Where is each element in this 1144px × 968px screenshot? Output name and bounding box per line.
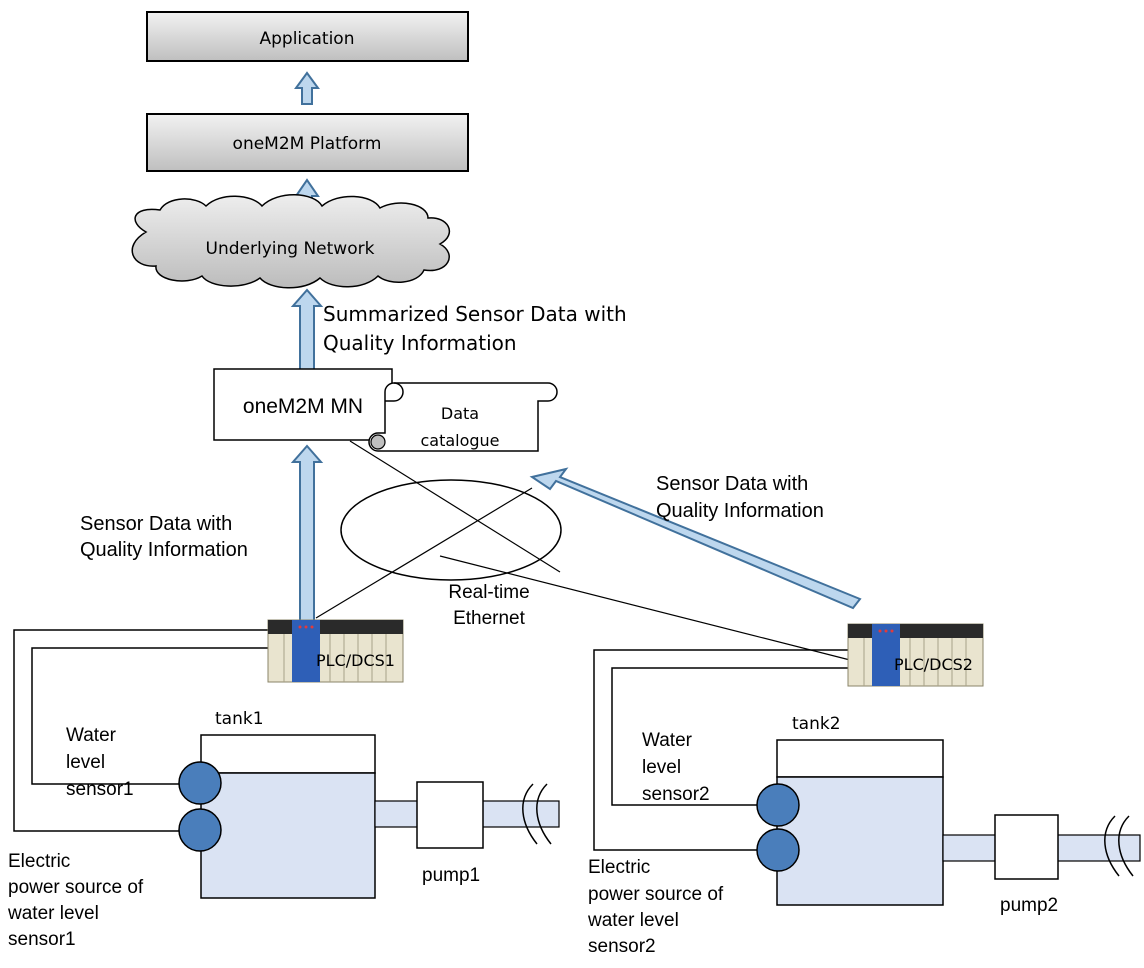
site2-pipe-break [1104, 815, 1134, 877]
water-level-sensor2 [756, 783, 800, 827]
right-data-label-line2: Quality Information [656, 500, 824, 522]
site2-power-label-line3: water level [587, 910, 679, 931]
data-catalogue-scroll: Data catalogue [368, 382, 558, 452]
pump2-label: pump2 [1000, 895, 1058, 916]
site1-sensor-label-line1: Water [66, 725, 117, 746]
right-data-label-line1: Sensor Data with [656, 473, 808, 495]
plc-dcs2-device: PLC/DCS2 [847, 623, 984, 687]
pump1-label: pump1 [422, 865, 480, 886]
mn-box: oneM2M MN [213, 368, 393, 441]
plc1-label: PLC/DCS1 [316, 651, 395, 670]
ethernet-label-line2: Ethernet [453, 608, 526, 629]
up-arrow-platform-to-application [294, 71, 320, 105]
site2-power-wire [593, 649, 850, 851]
catalogue-label-line1: Data [441, 404, 479, 423]
left-data-label-line1: Sensor Data with [80, 513, 232, 535]
site2-sensor-wire [611, 667, 850, 806]
site1-sensor-label-line3: sensor1 [66, 779, 134, 800]
site2-sensor-label-line2: level [642, 757, 681, 778]
pump2 [994, 814, 1059, 880]
site1-power-label-line1: Electric [8, 851, 70, 872]
site2-power-label-line2: power source of [588, 884, 724, 905]
summarized-data-label-line1: Summarized Sensor Data with [323, 302, 627, 326]
up-arrow-mn-to-network [290, 288, 324, 371]
power-source-sensor2 [756, 828, 800, 872]
application-label: Application [260, 29, 355, 49]
site2-sensor-label-line3: sensor2 [642, 784, 710, 805]
site1-power-label-line4: sensor1 [8, 929, 76, 950]
site2-power-label-line1: Electric [588, 857, 650, 878]
tank2-label: tank2 [792, 714, 841, 734]
pump1 [416, 781, 484, 849]
power-source-sensor1 [178, 808, 222, 852]
site1-sensor-wire [31, 647, 268, 785]
diagonal-arrow-plc2-to-mn [529, 467, 862, 610]
application-box: Application [146, 11, 469, 62]
plc2-label: PLC/DCS2 [894, 655, 973, 674]
mn-label: oneM2M MN [243, 395, 363, 418]
tank2 [776, 739, 944, 906]
up-arrow-plc1-to-mn [290, 444, 324, 623]
plc-dcs1-device: PLC/DCS1 [267, 619, 404, 683]
site1-power-wire [13, 629, 268, 832]
summarized-data-label-line2: Quality Information [323, 331, 517, 355]
ethernet-network [315, 440, 851, 661]
ethernet-label-line1: Real-time [448, 582, 529, 603]
tank1 [200, 734, 376, 899]
site1-power-label-line3: water level [7, 903, 99, 924]
catalogue-label-line2: catalogue [420, 431, 499, 450]
site2-power-label-line4: sensor2 [588, 936, 656, 957]
tank1-label: tank1 [215, 709, 264, 729]
site1-power-label-line2: power source of [8, 877, 144, 898]
water-level-sensor1 [178, 761, 222, 805]
site2-sensor-label-line1: Water [642, 730, 693, 751]
platform-label: oneM2M Platform [233, 134, 382, 154]
left-data-label-line2: Quality Information [80, 539, 248, 561]
platform-box: oneM2M Platform [146, 113, 469, 172]
network-label: Underlying Network [206, 239, 375, 259]
site1-pipe-break [522, 783, 552, 845]
site1-sensor-label-line2: level [66, 752, 105, 773]
network-cloud: Underlying Network [131, 194, 451, 289]
